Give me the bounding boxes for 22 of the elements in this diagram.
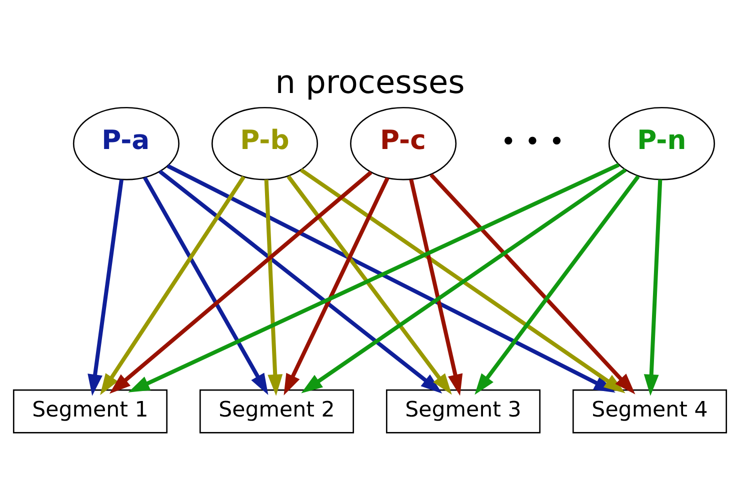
arrow [286,175,452,395]
node-box: Segment 4 [572,389,728,434]
diagram-title: n processes [275,63,465,102]
node-ellipse: P-c [350,106,457,180]
arrow [430,173,636,394]
node-ellipse: P-n [608,106,716,180]
node-box: Segment 2 [199,389,354,434]
arrow [100,176,246,396]
node-box: Segment 3 [386,389,541,434]
arrow [88,179,124,396]
node-ellipse: P-a [72,106,180,180]
arrow [644,180,662,396]
node-ellipse: P-b [211,106,318,180]
arrow [142,176,268,396]
node-box: Segment 1 [12,389,168,434]
label: • • • [500,126,565,158]
arrow [474,175,640,395]
arrow [284,177,390,396]
arrow [409,179,463,396]
arrow [158,170,442,394]
arrow [109,170,372,394]
arrow [264,180,283,396]
